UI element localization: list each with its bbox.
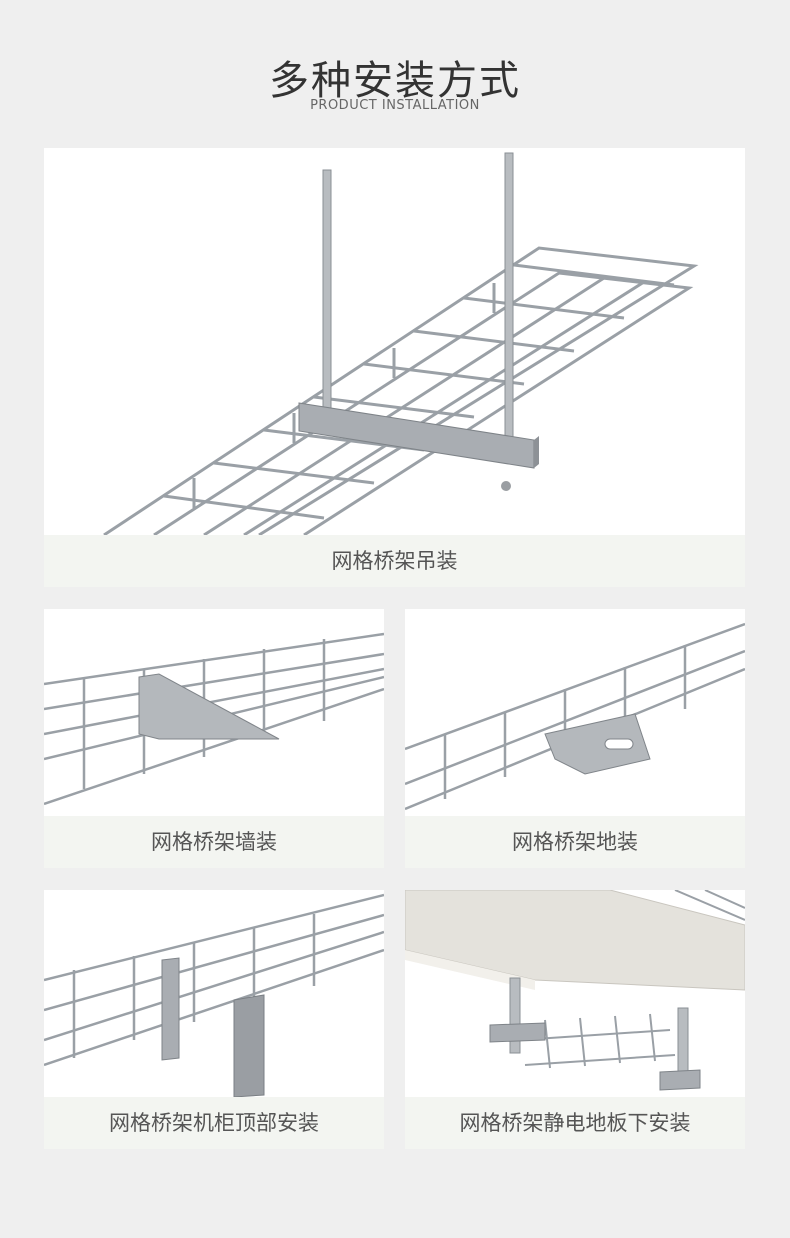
cabinet-top-install-illustration bbox=[44, 893, 384, 1097]
install-card-caption: 网格桥架静电地板下安装 bbox=[405, 1097, 745, 1149]
install-card-caption: 网格桥架机柜顶部安装 bbox=[44, 1097, 384, 1149]
floor-install-illustration bbox=[405, 622, 745, 811]
raised-floor-install-illustration bbox=[405, 890, 745, 1091]
page-subtitle: PRODUCT INSTALLATION bbox=[310, 98, 480, 113]
install-card-caption: 网格桥架吊装 bbox=[44, 535, 745, 587]
page-title: 多种安装方式 bbox=[269, 58, 521, 104]
install-card-caption: 网格桥架墙装 bbox=[44, 816, 384, 868]
install-card-raised-floor: 网格桥架静电地板下安装 bbox=[405, 890, 745, 1149]
install-card-wall: 网格桥架墙装 bbox=[44, 609, 384, 868]
install-card-suspended: 网格桥架吊装 bbox=[44, 148, 745, 587]
wall-install-illustration bbox=[44, 632, 384, 806]
install-card-floor: 网格桥架地装 bbox=[405, 609, 745, 868]
suspended-install-illustration bbox=[103, 152, 699, 535]
install-card-cabinet-top: 网格桥架机柜顶部安装 bbox=[44, 890, 384, 1149]
install-card-caption: 网格桥架地装 bbox=[405, 816, 745, 868]
